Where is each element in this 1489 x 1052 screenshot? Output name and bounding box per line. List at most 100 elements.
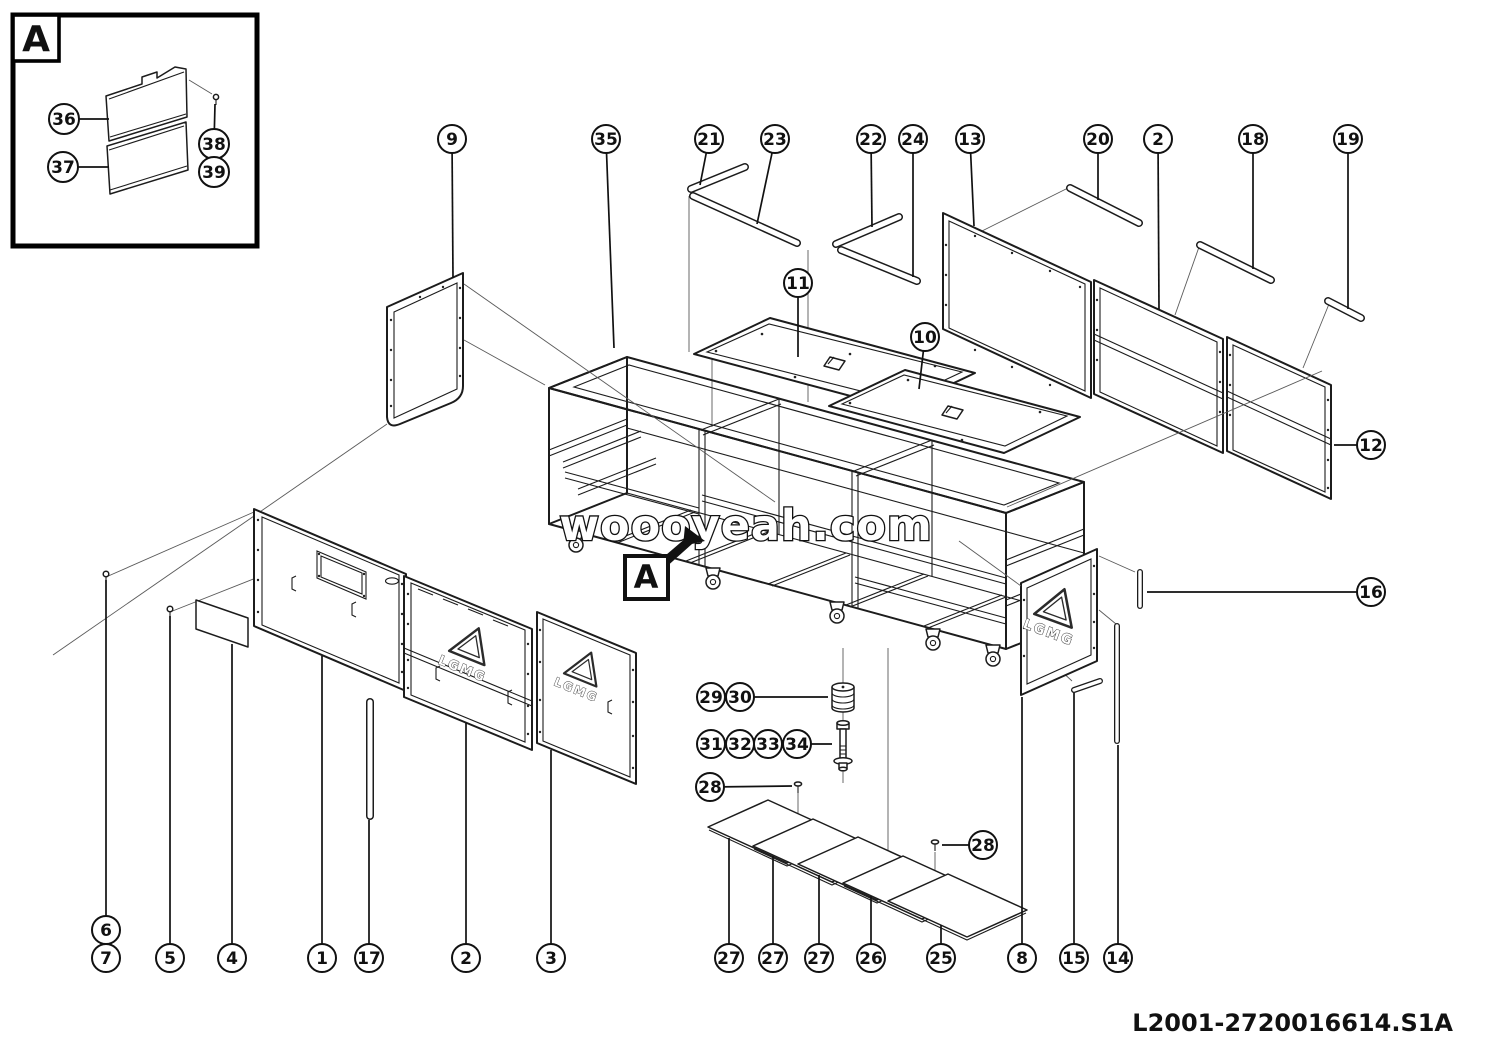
balloon-circle bbox=[1333, 124, 1363, 154]
balloon-circle bbox=[782, 729, 812, 759]
balloon-5: 5 bbox=[155, 616, 185, 973]
balloon-circle bbox=[1238, 124, 1268, 154]
balloon-13: 13 bbox=[955, 124, 985, 227]
balloon-number: 17 bbox=[357, 949, 381, 969]
balloon-circle bbox=[898, 124, 928, 154]
balloon-33: 33 bbox=[753, 729, 783, 759]
balloon-number: 28 bbox=[698, 778, 722, 798]
balloon-circle bbox=[1059, 943, 1089, 973]
balloon-18: 18 bbox=[1238, 124, 1268, 269]
drawing-part-number: L2001-2720016614.S1A bbox=[1132, 1009, 1453, 1037]
balloon-number: 18 bbox=[1241, 130, 1265, 150]
balloon-number: 32 bbox=[728, 735, 752, 755]
detail-screw-38-39 bbox=[212, 93, 220, 105]
balloon-7: 7 bbox=[91, 943, 121, 973]
balloon-circle bbox=[591, 124, 621, 154]
detail-callout-a: A bbox=[623, 526, 705, 601]
balloon-number: 30 bbox=[728, 688, 752, 708]
detail-panel-36 bbox=[105, 66, 188, 142]
balloon-circle bbox=[783, 268, 813, 298]
balloon-12: 12 bbox=[1334, 430, 1386, 460]
panel-2-frame-top bbox=[1093, 279, 1224, 454]
balloon-circle bbox=[536, 943, 566, 973]
balloon-2: 2 bbox=[451, 723, 481, 973]
screw-28-left bbox=[793, 781, 803, 793]
balloon-number: 39 bbox=[202, 163, 226, 183]
main-frame-weldment bbox=[548, 356, 1085, 667]
balloon-23: 23 bbox=[756, 124, 790, 225]
balloon-number: 11 bbox=[786, 274, 810, 294]
balloon-number: 7 bbox=[100, 949, 112, 969]
balloon-number: 3 bbox=[545, 949, 557, 969]
leader-line bbox=[451, 138, 454, 279]
panel-1 bbox=[253, 508, 407, 692]
balloon-number: 27 bbox=[807, 949, 831, 969]
balloon-circle bbox=[856, 124, 886, 154]
balloon-circle bbox=[725, 682, 755, 712]
balloon-circle bbox=[695, 772, 725, 802]
balloon-number: 12 bbox=[1359, 436, 1383, 456]
balloon-1: 1 bbox=[307, 656, 337, 973]
balloon-39: 39 bbox=[198, 156, 230, 188]
balloon-number: 33 bbox=[756, 735, 780, 755]
balloon-number: 8 bbox=[1016, 949, 1028, 969]
balloon-circle bbox=[1083, 124, 1113, 154]
balloon-6: 6 bbox=[91, 580, 121, 945]
logo-triangle-inner-icon bbox=[571, 658, 593, 681]
balloon-circle bbox=[437, 124, 467, 154]
balloon-circle bbox=[1007, 943, 1037, 973]
balloon-circle bbox=[48, 103, 80, 135]
balloon-circle bbox=[307, 943, 337, 973]
balloon-number: 35 bbox=[594, 130, 618, 150]
balloon-number: 13 bbox=[958, 130, 982, 150]
balloon-circle bbox=[926, 943, 956, 973]
balloon-38: 38 bbox=[198, 103, 230, 160]
projection-lines-front bbox=[463, 283, 1323, 587]
balloon-9: 9 bbox=[437, 124, 467, 279]
balloon-8: 8 bbox=[1007, 697, 1037, 973]
balloon-number: 20 bbox=[1086, 130, 1110, 150]
balloon-circle bbox=[451, 943, 481, 973]
panel-13 bbox=[942, 212, 1092, 399]
balloon-circle bbox=[1143, 124, 1173, 154]
balloon-number: 38 bbox=[202, 135, 226, 155]
strips-top bbox=[687, 163, 1365, 322]
balloon-11: 11 bbox=[783, 268, 813, 357]
logo-triangle-icon bbox=[1032, 587, 1073, 629]
balloon-number: 31 bbox=[699, 735, 723, 755]
balloon-21: 21 bbox=[694, 124, 724, 186]
logo-triangle-inner-icon bbox=[1042, 596, 1067, 621]
balloon-3: 3 bbox=[536, 750, 566, 973]
balloon-27: 27 bbox=[804, 875, 834, 973]
balloon-circle bbox=[155, 943, 185, 973]
balloon-36: 36 bbox=[48, 103, 109, 135]
balloon-26: 26 bbox=[856, 896, 886, 973]
balloon-19: 19 bbox=[1333, 124, 1363, 309]
balloon-circle bbox=[955, 124, 985, 154]
balloon-circle bbox=[354, 943, 384, 973]
balloon-number: 34 bbox=[785, 735, 809, 755]
balloon-16: 16 bbox=[1147, 577, 1386, 607]
balloon-number: 29 bbox=[699, 688, 723, 708]
balloon-number: 23 bbox=[763, 130, 787, 150]
balloon-number: 25 bbox=[929, 949, 953, 969]
balloon-number: 2 bbox=[460, 949, 472, 969]
logo-triangle-icon bbox=[562, 651, 598, 688]
balloon-number: 21 bbox=[697, 130, 721, 150]
logo-triangle-icon bbox=[447, 627, 486, 667]
balloon-circle bbox=[968, 830, 998, 860]
balloon-number: 9 bbox=[446, 130, 458, 150]
balloon-27: 27 bbox=[714, 838, 744, 973]
detail-panel-37 bbox=[106, 121, 189, 195]
bolt-assembly bbox=[833, 719, 853, 772]
screw-28-right bbox=[930, 839, 940, 851]
logo-triangle-inner-icon bbox=[457, 635, 480, 659]
balloon-circle bbox=[91, 943, 121, 973]
panel-2-left bbox=[403, 575, 533, 751]
balloon-29: 29 bbox=[696, 682, 726, 712]
balloon-number: 10 bbox=[913, 328, 937, 348]
balloon-number: 26 bbox=[859, 949, 883, 969]
balloon-circle bbox=[47, 151, 79, 183]
